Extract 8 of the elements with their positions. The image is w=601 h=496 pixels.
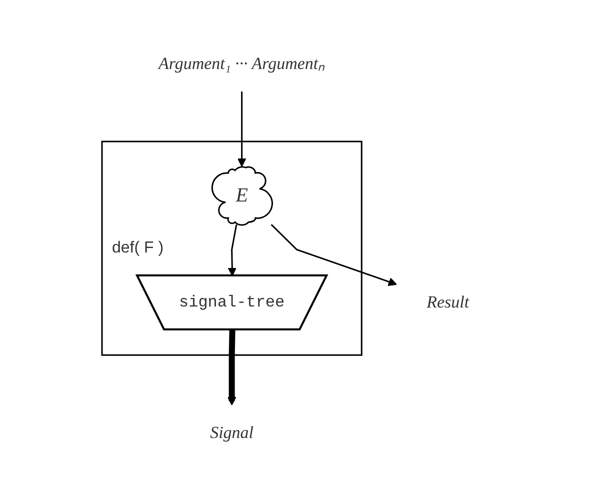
node-text: Signal [210,422,254,442]
node-text: Result [426,292,470,312]
arrow [270,224,397,286]
arrow [228,224,238,276]
node-text: Argument₁ ··· Argumentₙ [158,54,326,73]
arrow [227,329,236,406]
cluster [101,140,362,356]
arrow [237,91,246,167]
